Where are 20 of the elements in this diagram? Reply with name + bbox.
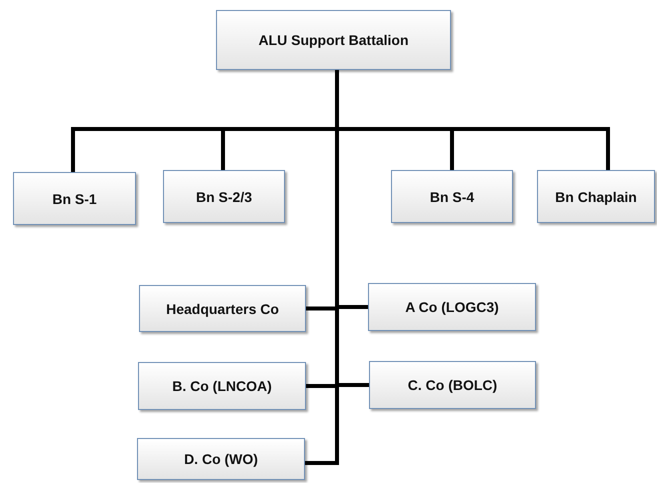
org-box [138,362,306,410]
box-label: Bn S-1 [52,190,97,206]
box-label: B. Co (LNCOA) [172,378,272,394]
unit-box [216,10,451,70]
box-label: Headquarters Co [166,300,279,316]
org-box [163,170,285,223]
org-box [139,285,306,332]
box-label: Bn Chaplain [555,188,637,204]
org-box [537,170,655,223]
org-box [391,170,513,223]
org-box [369,361,536,409]
box-label: D. Co (WO) [184,451,258,467]
org-box [137,438,305,480]
box-label: Bn S-4 [430,188,474,204]
box-label: Bn S-2/3 [196,188,252,204]
org-box [13,172,136,225]
box-label: C. Co (BOLC) [408,377,498,393]
org-box [368,283,536,331]
box-label: ALU Support Battalion [258,32,409,48]
box-label: A Co (LOGC3) [405,299,499,315]
